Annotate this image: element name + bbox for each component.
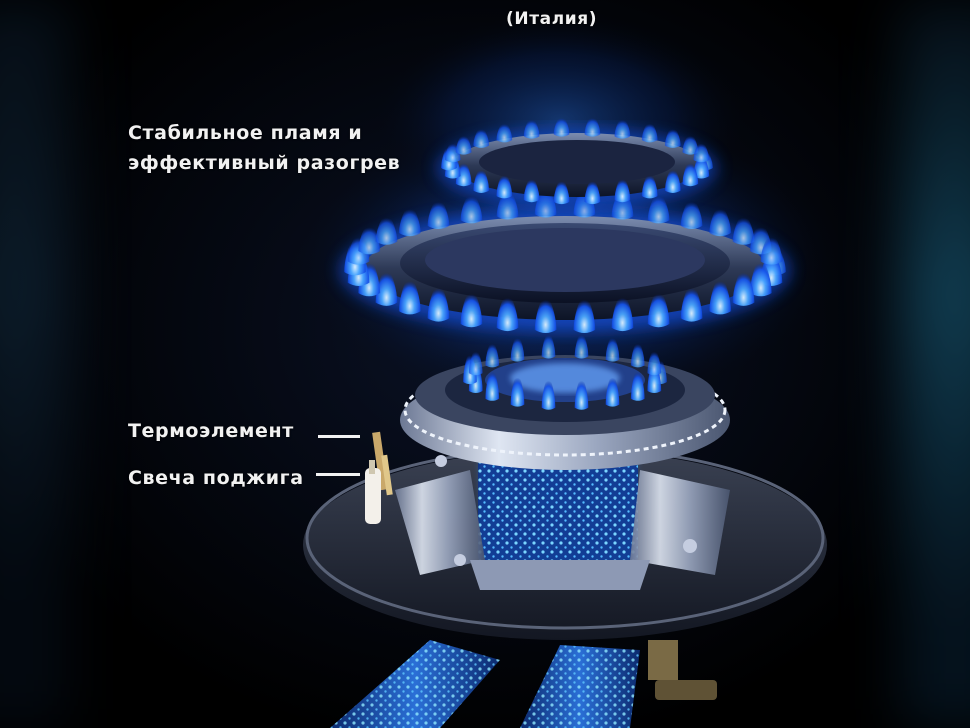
leader-line-igniter xyxy=(316,473,360,476)
middle-flame-tongue xyxy=(749,254,772,297)
top-flame-tongue xyxy=(553,175,570,205)
caption-igniter: Свеча поджига xyxy=(128,467,304,489)
inner-flame-tongue xyxy=(574,329,589,359)
inner-flame-tongue xyxy=(605,370,620,407)
inner-flame-tongue xyxy=(510,370,525,407)
top-flame-tongue xyxy=(473,164,490,193)
top-flame-tongue xyxy=(496,169,513,199)
middle-flame-tongue xyxy=(460,189,483,224)
inner-flame-tongue xyxy=(468,345,483,376)
middle-flame-tongue xyxy=(398,273,421,315)
middle-flame-tongue xyxy=(358,220,381,255)
inner-flame-tongue xyxy=(630,364,645,401)
top-flame-tongue xyxy=(584,113,601,137)
top-flame-tongue xyxy=(693,150,710,179)
inner-flame-tongue xyxy=(485,364,500,401)
inner-flame-tongue xyxy=(541,373,556,410)
top-flame-tongue xyxy=(444,139,461,163)
igniter-probe xyxy=(365,460,381,524)
top-flame-tongue xyxy=(682,131,699,155)
top-flame-tongue xyxy=(496,119,513,143)
top-flame-tongue xyxy=(664,124,681,148)
middle-flame-tongue xyxy=(358,254,381,297)
top-flame-tongue xyxy=(455,131,472,155)
top-flame-tongue xyxy=(523,173,540,203)
inner-flame-tongue xyxy=(630,338,645,368)
top-flame-tongue xyxy=(614,115,631,139)
middle-flame-tongue xyxy=(611,289,634,332)
middle-flame-tongue xyxy=(760,230,783,265)
inner-flame-tongue xyxy=(605,332,620,362)
middle-flame-tongue xyxy=(732,211,755,245)
caption-thermocouple: Термоэлемент xyxy=(128,420,294,442)
country-label: (Италия) xyxy=(506,9,598,29)
middle-flame-tongue xyxy=(427,195,450,230)
top-flame-tongue xyxy=(664,164,681,193)
thermocouple-probe xyxy=(372,431,393,496)
venturi-tubes xyxy=(330,640,717,728)
caption-stable-flame: Стабильное пламя и эффективный разогрев xyxy=(128,118,400,178)
leader-line-thermocouple xyxy=(318,435,360,438)
inner-flame-tongue xyxy=(574,373,589,410)
middle-flame-tongue xyxy=(647,189,670,224)
middle-flame-tongue xyxy=(709,273,732,315)
inner-flame-tongue xyxy=(647,345,662,376)
lower-burner-ring xyxy=(400,355,730,470)
caption-stable-flame-line2: эффективный разогрев xyxy=(128,152,401,174)
top-flame-ring xyxy=(441,113,713,205)
middle-flame-tongue xyxy=(709,202,732,237)
top-flame-tongue xyxy=(455,157,472,187)
top-flame-tongue xyxy=(553,113,570,137)
top-flame-tongue xyxy=(473,124,490,148)
middle-flame-tongue xyxy=(732,264,755,306)
middle-flame-tongue xyxy=(427,280,450,322)
middle-flame-tongue xyxy=(375,264,398,306)
middle-flame-tongue xyxy=(460,285,483,328)
background-glow-right xyxy=(900,0,970,728)
middle-flame-tongue xyxy=(398,202,421,237)
top-flame-tongue xyxy=(641,119,658,143)
middle-flame-tongue xyxy=(680,280,703,322)
top-flame-tongue xyxy=(641,169,658,199)
middle-flame-tongue xyxy=(375,211,398,245)
inner-flame-tongue xyxy=(510,332,525,362)
background-glow-left xyxy=(0,0,70,728)
top-flame-tongue xyxy=(682,157,699,187)
mixing-chamber xyxy=(395,455,730,590)
middle-flame-tongue xyxy=(534,291,557,334)
caption-stable-flame-line1: Стабильное пламя и xyxy=(128,122,363,144)
middle-flame-tongue xyxy=(680,195,703,230)
top-flame-tongue xyxy=(523,115,540,139)
middle-flame-tongue xyxy=(573,291,596,334)
top-flame-tongue xyxy=(693,139,710,163)
middle-flame-tongue xyxy=(647,285,670,328)
top-flame-tongue xyxy=(614,173,631,203)
inner-flame-tongue xyxy=(541,329,556,359)
inner-flame-ring xyxy=(463,329,667,410)
middle-burner-disk xyxy=(340,208,790,332)
inner-flame-tongue xyxy=(485,338,500,368)
middle-flame-tongue xyxy=(496,289,519,332)
top-flame-tongue xyxy=(584,175,601,205)
